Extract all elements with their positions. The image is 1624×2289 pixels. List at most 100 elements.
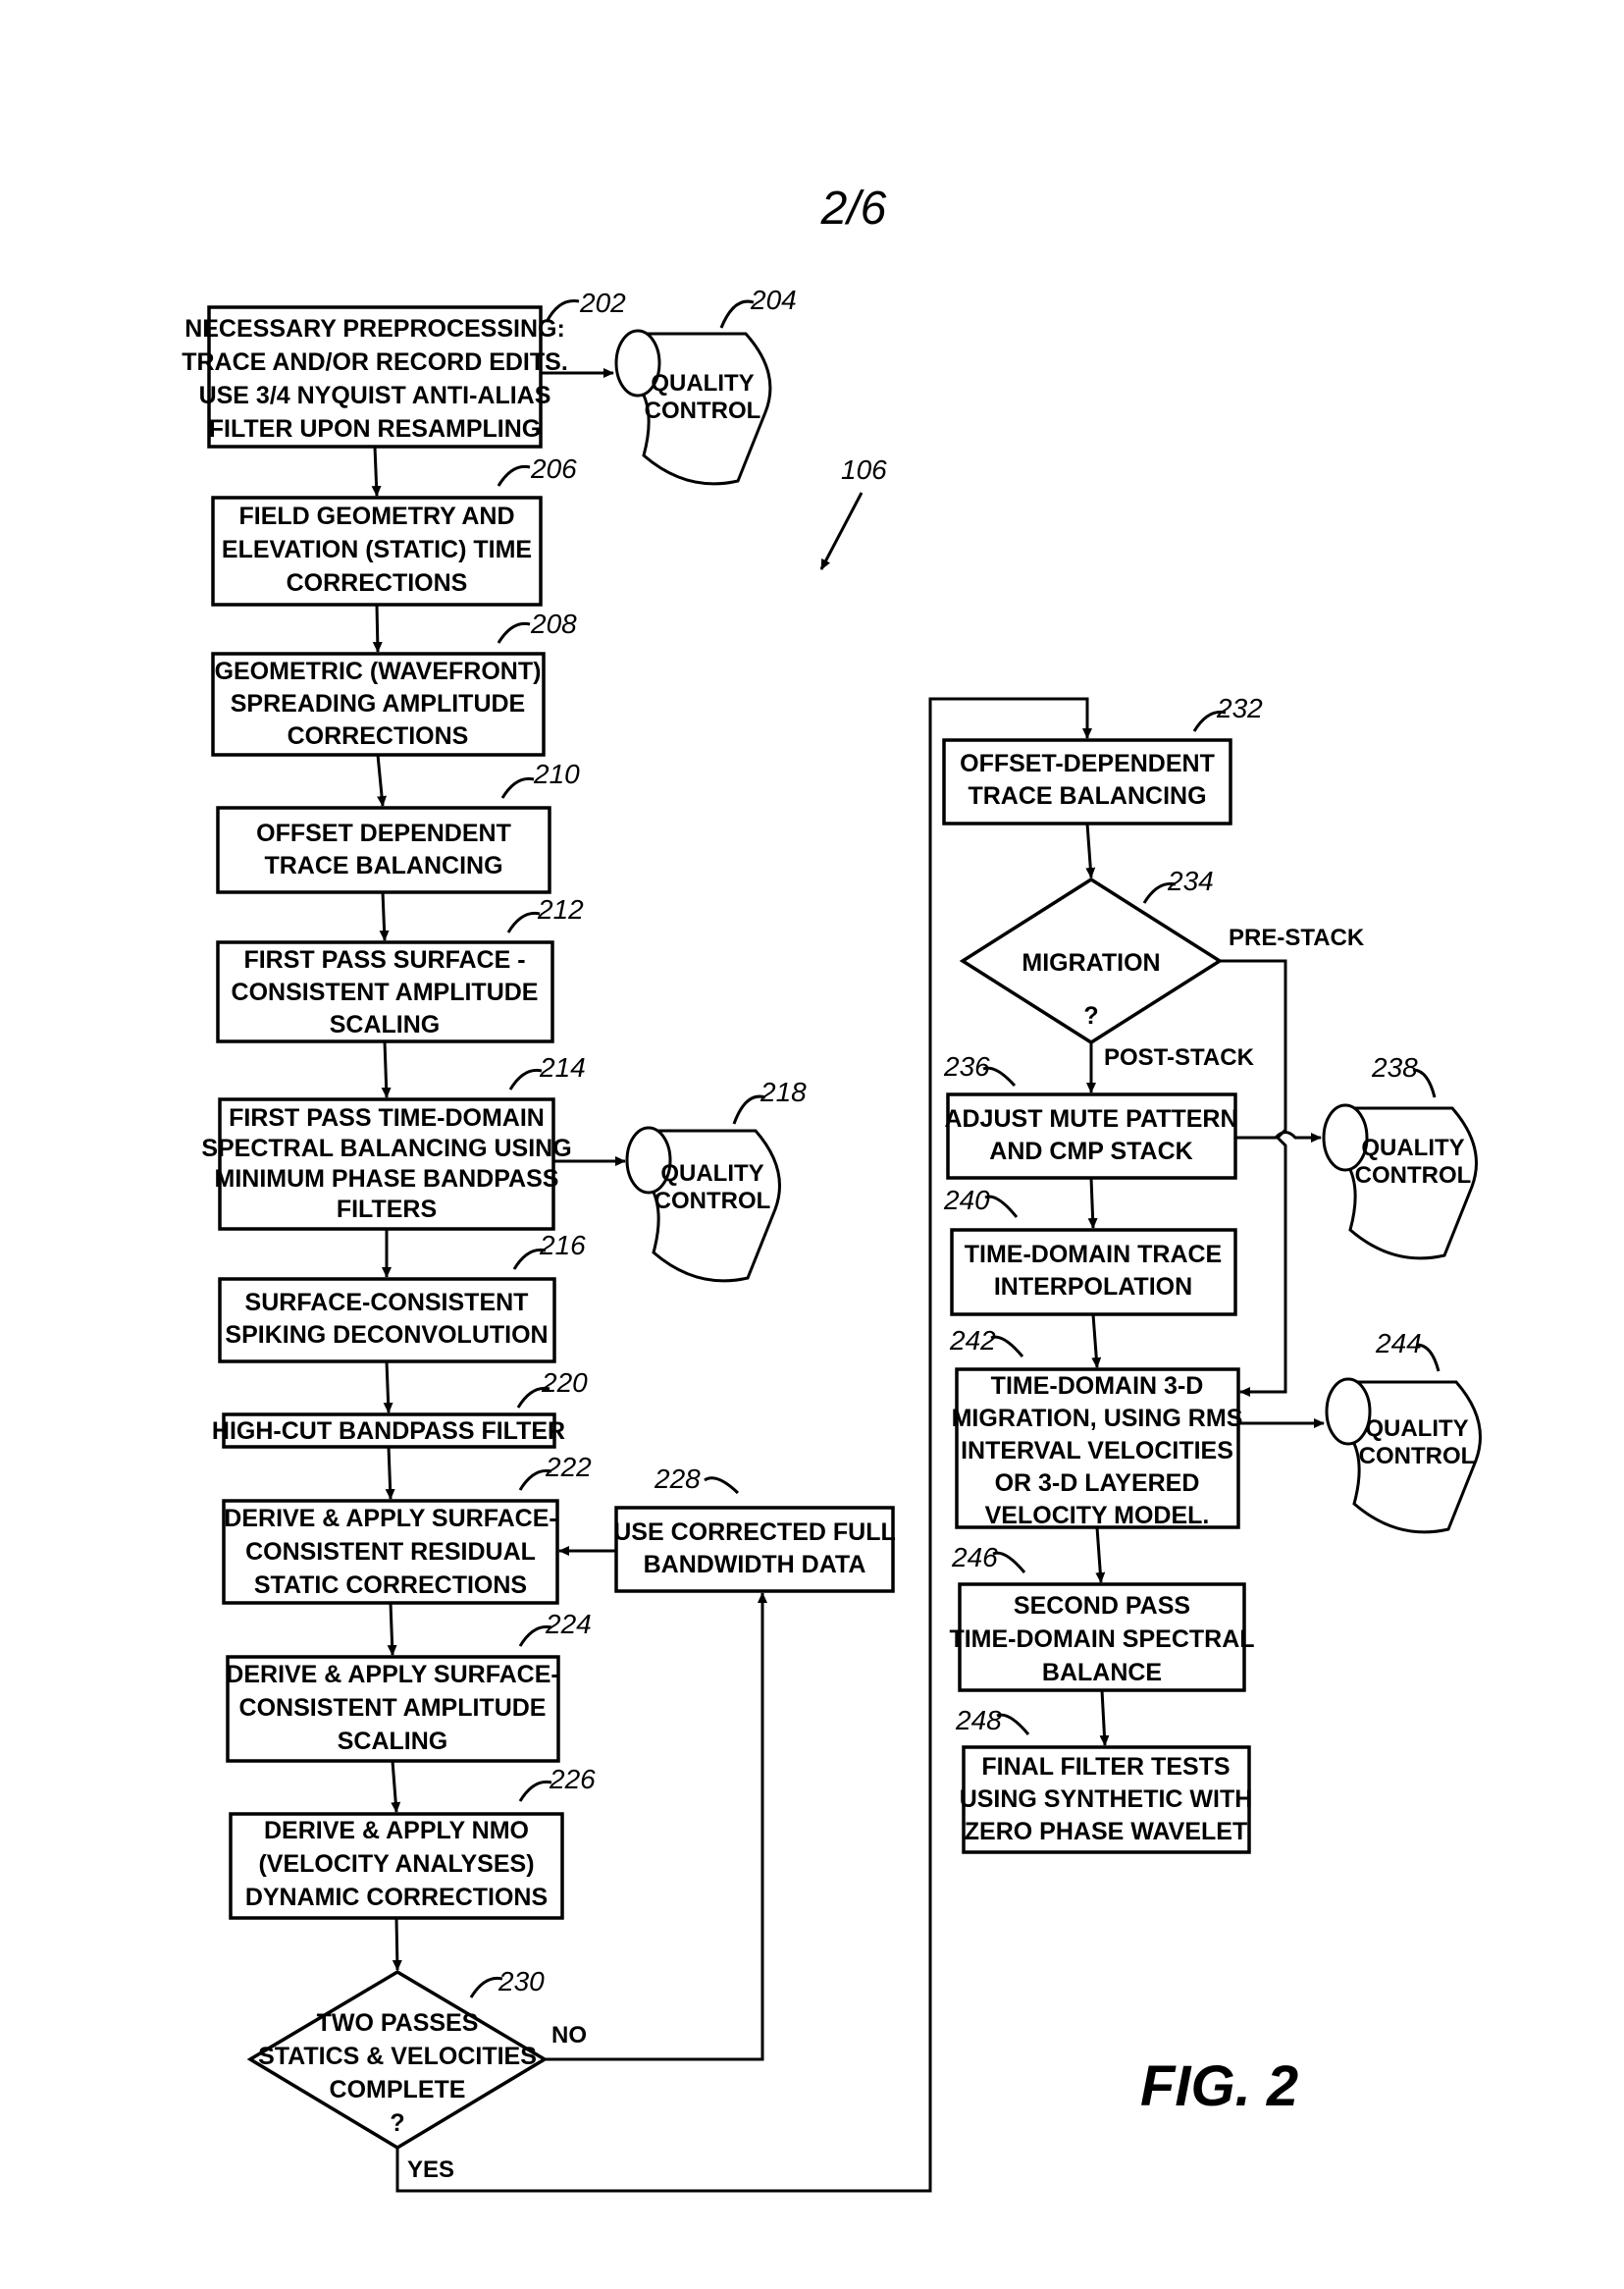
text-line: FILTERS (337, 1196, 437, 1223)
step-226-text: DERIVE & APPLY NMO(VELOCITY ANALYSES)DYN… (245, 1817, 548, 1911)
text-line: USE 3/4 NYQUIST ANTI-ALIAS (199, 382, 551, 409)
ref-234: 234 (1167, 866, 1214, 896)
ref-226: 226 (549, 1764, 596, 1794)
text-line: FINAL FILTER TESTS (981, 1753, 1230, 1781)
text-line: BALANCE (1042, 1659, 1162, 1686)
text-line: USE CORRECTED FULL (613, 1518, 896, 1546)
text-line: COMPLETE (330, 2076, 466, 2103)
ref-210: 210 (533, 759, 580, 789)
ref-240: 240 (943, 1185, 990, 1215)
step-246-text: SECOND PASS TIME-DOMAIN SPECTRAL BALANCE (949, 1592, 1254, 1686)
text-line: SPIKING DECONVOLUTION (225, 1321, 548, 1349)
step-240-box: TIME-DOMAIN TRACE INTERPOLATION 240 (943, 1185, 1237, 1316)
text-line: BANDWIDTH DATA (644, 1551, 866, 1578)
ref-212: 212 (537, 894, 584, 925)
text-line: TWO PASSES (317, 2009, 479, 2037)
step-214-text: FIRST PASS TIME-DOMAIN SPECTRAL BALANCING… (201, 1104, 571, 1223)
ref-216: 216 (539, 1230, 586, 1260)
text-line: ELEVATION (STATIC) TIME (222, 536, 532, 563)
text-line: INTERPOLATION (994, 1273, 1192, 1301)
ref-244: 244 (1375, 1328, 1422, 1358)
step-236-text: ADJUST MUTE PATTERN AND CMP STACK (944, 1105, 1237, 1165)
text-line: OR 3-D LAYERED (995, 1469, 1200, 1497)
no-label: NO (551, 2022, 587, 2049)
step-214-box: FIRST PASS TIME-DOMAIN SPECTRAL BALANCING… (201, 1052, 586, 1231)
text-line: NECESSARY PREPROCESSING: (184, 315, 565, 343)
text-line: CONTROL (1359, 1443, 1476, 1469)
text-line: ADJUST MUTE PATTERN (944, 1105, 1237, 1133)
text-line: TIME-DOMAIN TRACE (965, 1241, 1222, 1268)
text-line: SURFACE-CONSISTENT (245, 1289, 529, 1316)
text-line: TIME-DOMAIN SPECTRAL (949, 1625, 1254, 1653)
ref-214: 214 (539, 1052, 586, 1083)
step-212-text: FIRST PASS SURFACE -CONSISTENT AMPLITUDE… (232, 946, 539, 1038)
text-line: FILTER UPON RESAMPLING (209, 415, 541, 443)
text-line: TIME-DOMAIN 3-D (991, 1372, 1204, 1400)
step-208-text: GEOMETRIC (WAVEFRONT)SPREADING AMPLITUDE… (215, 658, 542, 750)
step-236-box: ADJUST MUTE PATTERN AND CMP STACK 236 (943, 1051, 1238, 1180)
text-line: FIRST PASS TIME-DOMAIN (229, 1104, 545, 1132)
text-line: (VELOCITY ANALYSES) (258, 1850, 534, 1878)
text-line: CONTROL (655, 1188, 771, 1214)
text-line: DERIVE & APPLY SURFACE- (226, 1661, 558, 1688)
text-line: FIELD GEOMETRY AND (238, 503, 514, 530)
text-line: QUALITY (1361, 1135, 1464, 1161)
text-line: ? (1083, 1002, 1098, 1030)
ref-224: 224 (545, 1609, 592, 1639)
step-228-text: USE CORRECTED FULL BANDWIDTH DATA (613, 1518, 896, 1578)
text-line: MIGRATION, USING RMS (952, 1405, 1243, 1432)
step-224-box: DERIVE & APPLY SURFACE- CONSISTENT AMPLIT… (226, 1609, 592, 1763)
text-line: MIGRATION (1022, 949, 1160, 977)
text-line: AND CMP STACK (989, 1138, 1192, 1165)
text-line: USING SYNTHETIC WITH (960, 1785, 1253, 1813)
ref-248: 248 (955, 1705, 1002, 1735)
ref-208: 208 (530, 609, 577, 639)
text-line: FIRST PASS SURFACE - (243, 946, 525, 974)
text-line: TRACE BALANCING (264, 852, 502, 879)
step-208-box: GEOMETRIC (WAVEFRONT)SPREADING AMPLITUDE… (211, 609, 577, 757)
text-line: CONSISTENT AMPLITUDE (239, 1694, 547, 1722)
pre-stack-label: PRE-STACK (1229, 925, 1365, 951)
text-line: OFFSET-DEPENDENT (960, 750, 1215, 777)
text-line: STATICS & VELOCITIES (258, 2043, 537, 2070)
step-206-box: FIELD GEOMETRY AND ELEVATION (STATIC) TIM… (211, 453, 577, 607)
text-line: VELOCITY MODEL. (985, 1502, 1210, 1529)
text-line: SECOND PASS (1014, 1592, 1190, 1620)
step-222-box: DERIVE & APPLY SURFACE-CONSISTENT RESIDU… (222, 1452, 592, 1605)
ref-238: 238 (1371, 1052, 1418, 1083)
step-240-text: TIME-DOMAIN TRACE INTERPOLATION (965, 1241, 1222, 1301)
text-line: DYNAMIC CORRECTIONS (245, 1884, 548, 1911)
decision-234-text: MIGRATION? (1022, 949, 1160, 1030)
ref-236: 236 (943, 1051, 990, 1082)
ref-202: 202 (579, 288, 626, 318)
yes-label: YES (407, 2156, 454, 2183)
text-line: QUALITY (651, 370, 754, 397)
text-line: SPECTRAL BALANCING USING (201, 1135, 571, 1162)
ref-242: 242 (949, 1325, 996, 1356)
text-line: TRACE AND/OR RECORD EDITS. (182, 348, 568, 376)
decision-234: MIGRATION? 234 PRE-STACK POST-STACK (959, 866, 1365, 1071)
text-line: CONTROL (645, 398, 761, 424)
step-202-text: NECESSARY PREPROCESSING: TRACE AND/OR REC… (182, 315, 568, 443)
post-stack-label: POST-STACK (1104, 1044, 1255, 1071)
page-number: 2/6 (820, 183, 887, 235)
step-220-text: HIGH-CUT BANDPASS FILTER (212, 1417, 565, 1445)
figure-label: FIG. 2 (1140, 2054, 1298, 2118)
step-212-box: FIRST PASS SURFACE -CONSISTENT AMPLITUDE… (216, 894, 584, 1043)
ref-222: 222 (545, 1452, 592, 1482)
